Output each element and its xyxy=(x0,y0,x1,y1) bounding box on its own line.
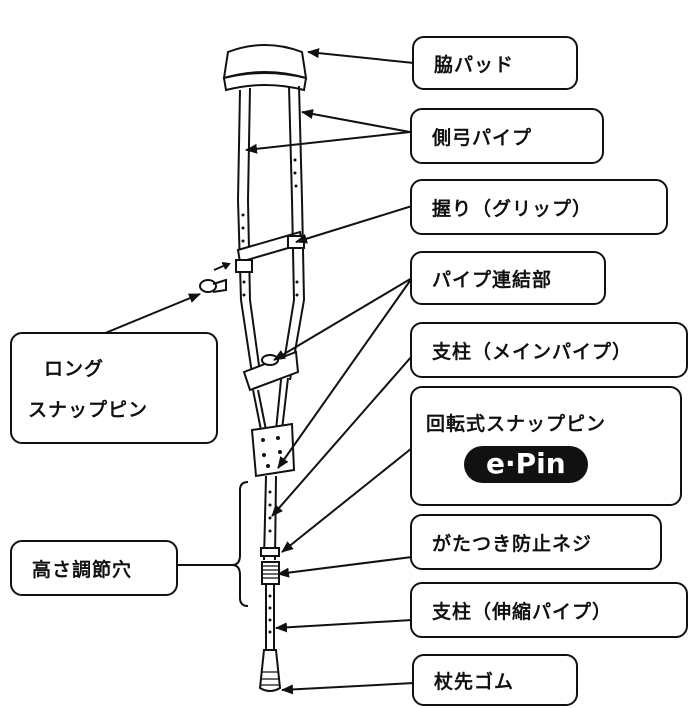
label-pipe-joint-text: パイプ連結部 xyxy=(432,268,553,291)
label-armpit-pad: 脇パッド xyxy=(412,36,578,90)
label-long-snap-pin-line1: ロング xyxy=(44,358,105,380)
label-main-pipe-text: 支柱（メインパイプ） xyxy=(432,340,633,363)
arrow-side-pipe-b xyxy=(245,131,411,154)
arrow-extension-pipe xyxy=(275,619,413,633)
arrow-long-pin xyxy=(97,293,201,337)
label-height-holes-text: 高さ調節穴 xyxy=(32,558,133,581)
arrow-pipe-joint-b xyxy=(273,277,413,361)
label-anti-wobble-screw-text: がたつき防止ネジ xyxy=(432,532,593,555)
label-rubber-tip-text: 杖先ゴム xyxy=(434,670,515,693)
main-pipe-shape xyxy=(263,475,277,561)
arrow-grip xyxy=(295,205,413,244)
label-extension-pipe-text: 支柱（伸縮パイプ） xyxy=(432,600,613,623)
pipe-holes xyxy=(241,158,299,297)
epin-logo: e·Pin xyxy=(464,446,588,483)
label-side-pipe: 側弓パイプ xyxy=(410,108,604,164)
label-anti-wobble-screw: がたつき防止ネジ xyxy=(410,514,662,570)
extension-pipe-shape xyxy=(265,584,275,650)
label-long-snap-pin-line2: スナップピン xyxy=(28,399,149,421)
label-side-pipe-text: 側弓パイプ xyxy=(432,126,533,149)
label-height-holes: 高さ調節穴 xyxy=(10,540,178,596)
label-long-snap-pin: ロング スナップピン xyxy=(10,332,218,444)
label-main-pipe: 支柱（メインパイプ） xyxy=(410,322,688,378)
arrow-pipe-joint-a xyxy=(277,277,413,469)
label-pipe-joint: パイプ連結部 xyxy=(410,251,606,305)
label-rotary-snap-pin: 回転式スナップピン e·Pin xyxy=(410,386,682,506)
side-pipe-right xyxy=(280,85,296,381)
label-grip-text: 握り（グリップ） xyxy=(432,197,593,220)
crutch-illustration xyxy=(199,44,308,692)
lower-bracket xyxy=(250,422,296,478)
long-snap-pin-shape xyxy=(199,262,231,293)
side-pipe-left xyxy=(236,89,254,381)
label-grip: 握り（グリップ） xyxy=(410,179,668,235)
height-holes-bracket xyxy=(231,481,249,607)
label-rubber-tip: 杖先ゴム xyxy=(412,654,578,706)
rubber-tip-shape xyxy=(258,649,282,692)
arrow-main-pipe xyxy=(271,355,413,517)
arrow-side-pipe-a xyxy=(301,109,411,133)
arrow-armpit-pad xyxy=(307,48,415,64)
arrow-anti-wobble xyxy=(277,556,413,578)
arrow-rubber-tip xyxy=(281,682,415,695)
anti-wobble-collar xyxy=(260,547,280,557)
label-armpit-pad-text: 脇パッド xyxy=(434,53,515,76)
leader-arrows xyxy=(97,48,415,695)
arrow-rotary-pin xyxy=(281,447,413,553)
label-extension-pipe: 支柱（伸縮パイプ） xyxy=(410,582,688,638)
label-rotary-snap-pin-text: 回転式スナップピン xyxy=(426,413,607,435)
